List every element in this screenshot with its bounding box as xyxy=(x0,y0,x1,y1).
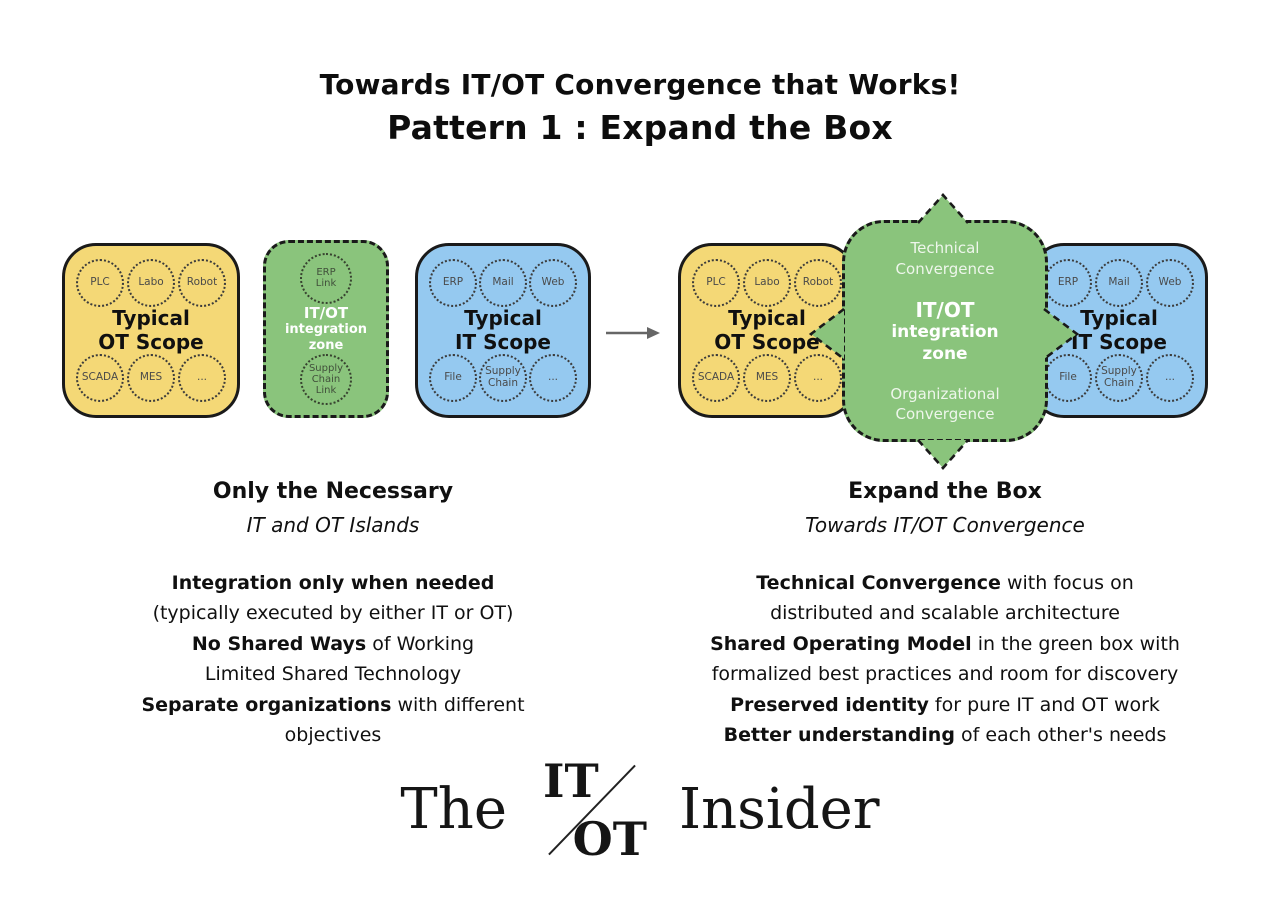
itot-logo-mark: IT OT xyxy=(537,758,649,862)
right-ot-scope-title: Typical OT Scope xyxy=(714,306,820,354)
right-integration-zone-box: Technical Convergence IT/OT integration … xyxy=(842,220,1048,442)
circle-robot: Robot xyxy=(178,259,226,307)
bullet-regular-text: of Working xyxy=(366,632,475,655)
left-it-scope-title: Typical IT Scope xyxy=(455,306,551,354)
circle-plc: PLC xyxy=(692,259,740,307)
bullet-no-shared-ways: No Shared Ways of Working xyxy=(88,629,578,659)
left-it-bottom-circles: File Supply Chain ... xyxy=(429,354,577,403)
left-ot-scope-box: PLC Labo Robot Typical OT Scope SCADA ME… xyxy=(62,243,240,418)
bullet-separate-organizations: Separate organizations with different ob… xyxy=(88,690,578,751)
left-caption: Only the Necessary IT and OT Islands Int… xyxy=(88,479,578,750)
expand-arrow-up-icon xyxy=(917,193,969,224)
logo-word-the: The xyxy=(400,777,507,842)
zone-title-sub: integration zone xyxy=(891,322,999,364)
bullet-typically-executed: (typically executed by either IT or OT) xyxy=(88,598,578,628)
bullet-bold-text: Technical Convergence xyxy=(756,572,1001,594)
circle-mail: Mail xyxy=(479,259,527,307)
title-line-2: Pattern 1 : Expand the Box xyxy=(387,108,893,147)
bullet-bold-text: No Shared Ways xyxy=(191,632,367,655)
bullet-regular-text: in the green box with formalized best pr… xyxy=(711,632,1180,686)
circle-file: File xyxy=(429,354,477,403)
bullet-limited-shared-technology: Limited Shared Technology xyxy=(88,659,578,689)
bullet-bold-text: Preserved identity xyxy=(730,693,929,716)
technical-convergence-label: Technical Convergence xyxy=(895,239,995,278)
expand-arrow-down-icon xyxy=(917,439,969,470)
bullet-preserved-identity: Preserved identity for pure IT and OT wo… xyxy=(682,690,1208,720)
right-caption-bullets: Technical Convergence with focus on dist… xyxy=(682,568,1208,750)
circle-scada: SCADA xyxy=(76,354,124,403)
expand-arrow-left-icon xyxy=(808,307,845,361)
circle-supply-chain: Supply Chain xyxy=(479,354,527,403)
bullet-bold-text: Better understanding xyxy=(723,723,955,746)
title-line-1: Towards IT/OT Convergence that Works! xyxy=(319,68,961,101)
circle-ot-more: ... xyxy=(178,354,226,403)
logo-ot-text: OT xyxy=(572,812,647,866)
right-caption: Expand the Box Towards IT/OT Convergence… xyxy=(682,479,1208,750)
circle-web: Web xyxy=(529,259,577,307)
left-it-scope-box: ERP Mail Web Typical IT Scope File Suppl… xyxy=(415,243,591,418)
page-title: Towards IT/OT Convergence that Works! Pa… xyxy=(0,68,1280,147)
right-ot-bottom-circles: SCADA MES ... xyxy=(692,354,842,403)
zone-title-main: IT/OT xyxy=(303,303,349,322)
right-caption-subheading: Towards IT/OT Convergence xyxy=(805,513,1085,537)
left-it-top-circles: ERP Mail Web xyxy=(429,259,577,307)
right-ot-top-circles: PLC Labo Robot xyxy=(692,259,842,307)
circle-mail: Mail xyxy=(1095,259,1143,307)
left-integration-zone-box: ERP Link IT/OT integration zone Supply C… xyxy=(263,240,389,418)
left-caption-heading: Only the Necessary xyxy=(212,479,454,504)
circle-erp: ERP xyxy=(1044,259,1092,307)
right-caption-heading: Expand the Box xyxy=(848,479,1042,504)
bullet-regular-text: with different objectives xyxy=(284,693,525,746)
circle-mes: MES xyxy=(743,354,791,403)
left-ot-scope-title: Typical OT Scope xyxy=(98,306,204,354)
right-it-scope-title: Typical IT Scope xyxy=(1071,306,1167,354)
left-caption-subheading: IT and OT Islands xyxy=(246,513,420,537)
left-caption-bullets: Integration only when needed (typically … xyxy=(88,568,578,750)
bullet-bold-text: Integration only when needed xyxy=(171,572,495,594)
circle-erp-link: ERP Link xyxy=(300,253,352,304)
circle-plc: PLC xyxy=(76,259,124,307)
circle-labo: Labo xyxy=(743,259,791,307)
circle-labo: Labo xyxy=(127,259,175,307)
bullet-shared-operating-model: Shared Operating Model in the green box … xyxy=(682,629,1208,690)
expand-arrow-right-icon xyxy=(1043,307,1080,361)
bullet-regular-text: Limited Shared Technology xyxy=(204,663,462,686)
right-it-bottom-circles: File Supply Chain ... xyxy=(1044,354,1194,403)
bullet-integration-only: Integration only when needed xyxy=(88,568,578,598)
circle-supply-chain-link: Supply Chain Link xyxy=(300,354,352,405)
itot-insider-logo: The IT OT Insider xyxy=(0,758,1280,862)
circle-robot: Robot xyxy=(794,259,842,307)
right-it-top-circles: ERP Mail Web xyxy=(1044,259,1194,307)
organizational-convergence-label: Organizational Convergence xyxy=(890,384,1000,424)
left-ot-bottom-circles: SCADA MES ... xyxy=(76,354,226,403)
circle-ot-more: ... xyxy=(794,354,842,403)
circle-it-more: ... xyxy=(529,354,577,403)
bullet-regular-text: of each other's needs xyxy=(954,723,1167,746)
bullet-regular-text: with focus on distributed and scalable a… xyxy=(770,572,1134,625)
circle-supply-chain: Supply Chain xyxy=(1095,354,1143,403)
right-integration-zone-title: IT/OT integration zone xyxy=(891,298,998,365)
zone-title-sub: integration zone xyxy=(284,321,368,353)
zone-title-main: IT/OT xyxy=(915,298,975,323)
bullet-bold-text: Separate organizations xyxy=(141,693,392,716)
circle-file: File xyxy=(1044,354,1092,403)
left-integration-zone-title: IT/OT integration zone xyxy=(285,304,367,355)
bullet-technical-convergence: Technical Convergence with focus on dist… xyxy=(682,568,1208,629)
logo-it-text: IT xyxy=(542,754,599,808)
circle-scada: SCADA xyxy=(692,354,740,403)
circle-mes: MES xyxy=(127,354,175,403)
left-ot-top-circles: PLC Labo Robot xyxy=(76,259,226,307)
bullet-bold-text: Shared Operating Model xyxy=(710,632,972,655)
circle-web: Web xyxy=(1146,259,1194,307)
circle-it-more: ... xyxy=(1146,354,1194,403)
bullet-regular-text: (typically executed by either IT or OT) xyxy=(152,602,514,625)
bullet-regular-text: for pure IT and OT work xyxy=(928,693,1160,716)
bullet-better-understanding: Better understanding of each other's nee… xyxy=(682,720,1208,750)
circle-erp: ERP xyxy=(429,259,477,307)
logo-word-insider: Insider xyxy=(678,777,880,842)
flow-arrow-icon xyxy=(606,327,660,339)
